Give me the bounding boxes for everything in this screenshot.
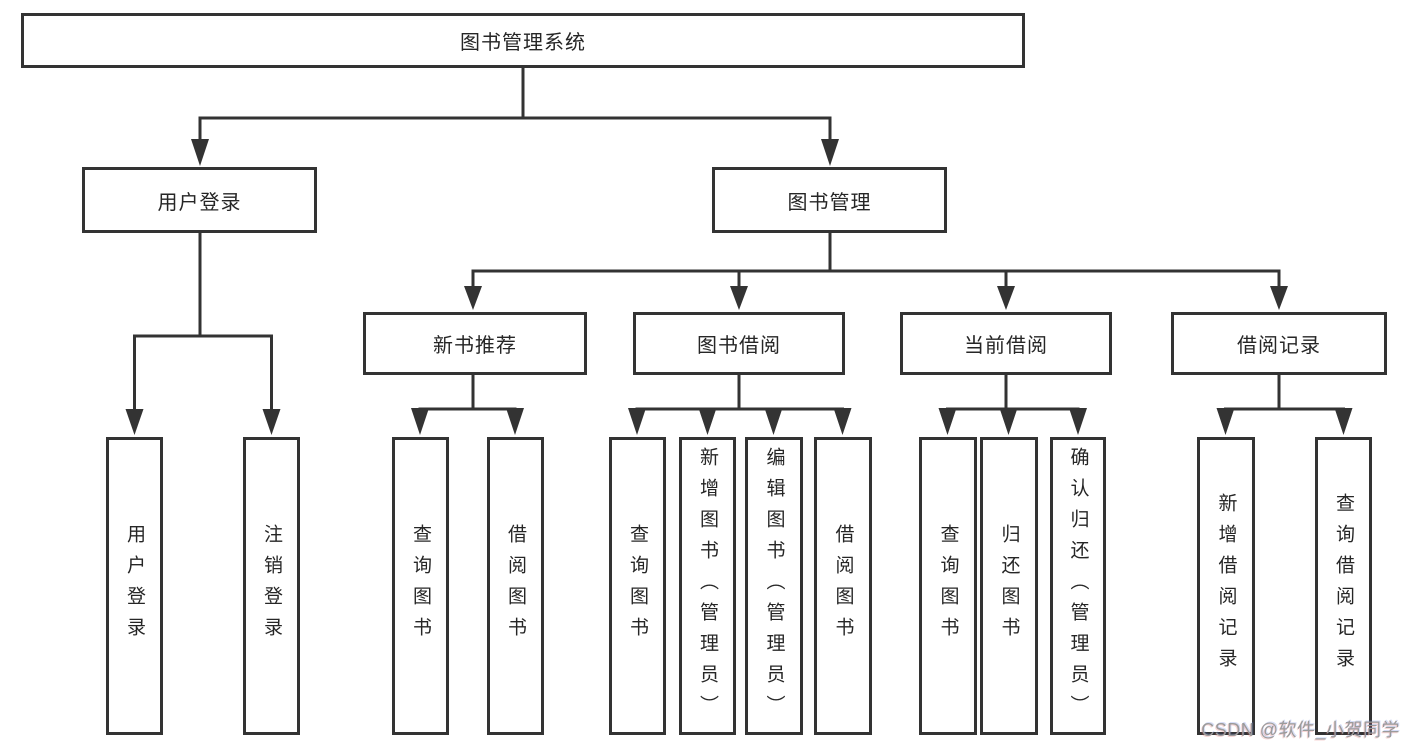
arrowhead xyxy=(833,408,852,435)
leaf-query-books-borrow: 查询图书 xyxy=(609,437,666,735)
node-label: 图书管理 xyxy=(787,191,872,214)
node-label: 用户登录 xyxy=(124,524,145,648)
leaf-logout-login: 注销登录 xyxy=(243,437,300,735)
node-label: 查询图书 xyxy=(627,524,648,648)
node-label: 新增图书（管理员） xyxy=(697,446,718,726)
arrowhead xyxy=(506,408,524,435)
node-box-system: 图书管理系统 xyxy=(21,13,1025,68)
leaf-return-books: 归还图书 xyxy=(980,437,1038,735)
leaf-borrow-books-recommend: 借阅图书 xyxy=(487,437,544,735)
node-label: 用户登录 xyxy=(157,191,242,214)
arrowhead xyxy=(1216,408,1235,435)
node-label: 确认归还（管理员） xyxy=(1067,446,1089,726)
node-label: 查询借阅记录 xyxy=(1333,493,1354,679)
leaf-confirm-return-admin: 确认归还（管理员） xyxy=(1050,437,1106,735)
arrowhead xyxy=(1069,408,1087,435)
node-label: 查询图书 xyxy=(410,524,431,648)
node-label: 图书管理系统 xyxy=(460,32,586,54)
node-label: 查询图书 xyxy=(937,524,959,648)
node-label: 图书借阅 xyxy=(697,335,781,357)
arrowhead xyxy=(262,409,281,435)
arrowhead xyxy=(698,408,717,435)
leaf-borrow-books: 借阅图书 xyxy=(814,437,872,735)
node-box-book-borrow: 图书借阅 xyxy=(633,312,845,375)
arrowhead xyxy=(411,408,429,435)
leaf-add-borrow-record: 新增借阅记录 xyxy=(1197,437,1255,735)
node-label: 归还图书 xyxy=(998,524,1020,648)
arrowhead xyxy=(730,286,748,310)
arrowhead xyxy=(999,408,1018,435)
node-label: 新书推荐 xyxy=(433,335,517,357)
arrowhead xyxy=(1334,408,1353,435)
node-label: 新增借阅记录 xyxy=(1215,493,1237,679)
node-box-book-management: 图书管理 xyxy=(712,167,947,233)
leaf-user-login: 用户登录 xyxy=(106,437,163,735)
node-label: 借阅记录 xyxy=(1237,335,1321,357)
arrowhead xyxy=(628,408,646,435)
arrowhead xyxy=(764,408,783,435)
leaf-edit-books-admin: 编辑图书（管理员） xyxy=(745,437,803,735)
node-label: 借阅图书 xyxy=(505,524,526,648)
node-box-current-borrow: 当前借阅 xyxy=(900,312,1112,375)
arrowhead xyxy=(938,408,957,435)
arrowhead xyxy=(821,139,839,166)
node-label: 注销登录 xyxy=(261,524,282,648)
leaf-query-books-current: 查询图书 xyxy=(919,437,977,735)
leaf-add-books-admin: 新增图书（管理员） xyxy=(679,437,736,735)
arrowhead xyxy=(1270,286,1288,310)
node-label: 编辑图书（管理员） xyxy=(763,446,785,726)
watermark: CSDN @软件_小贺同学 xyxy=(1201,720,1400,740)
node-label: 当前借阅 xyxy=(964,335,1048,357)
arrowhead xyxy=(464,286,482,310)
node-box-user-login: 用户登录 xyxy=(82,167,317,233)
node-label: 借阅图书 xyxy=(832,524,854,648)
arrowhead xyxy=(125,409,144,435)
leaf-query-borrow-record: 查询借阅记录 xyxy=(1315,437,1372,735)
leaf-query-books-recommend: 查询图书 xyxy=(392,437,449,735)
node-box-borrow-records: 借阅记录 xyxy=(1171,312,1387,375)
node-box-new-book-recommend: 新书推荐 xyxy=(363,312,587,375)
arrowhead xyxy=(191,139,209,166)
arrowhead xyxy=(997,286,1015,310)
